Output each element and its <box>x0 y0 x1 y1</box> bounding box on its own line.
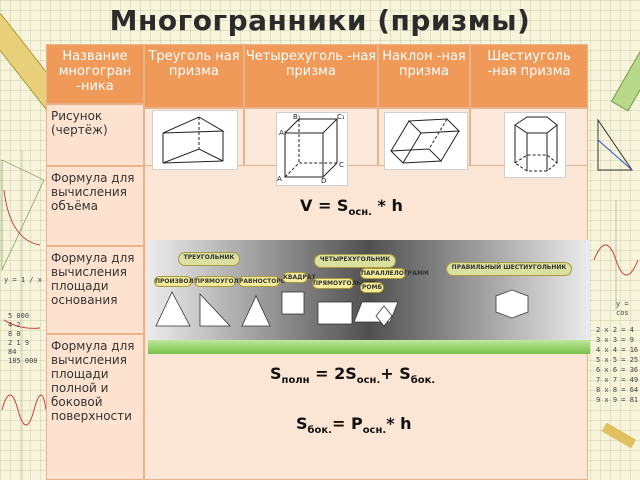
oblique-prism-figure <box>384 112 468 170</box>
banner-small-label: РАВНОСТОРОННИЙ <box>238 276 306 287</box>
row-label-volume: Формула для вычисления объёма <box>46 166 144 246</box>
banner-small-label: РОМБ <box>360 282 384 293</box>
base-shapes-figure <box>155 289 529 327</box>
header-quadrangular: Четырехуголь -ная призма <box>244 44 378 108</box>
row-label-base-area: Формула для вычисления площади основания <box>46 246 144 334</box>
quadrangular-prism-figure: A₁ B₁ C₁ A D C <box>276 112 348 186</box>
deco-number: 2 1 9 <box>8 339 30 347</box>
header-hexagonal: Шестиуголь -ная призма <box>470 44 588 108</box>
row-label-surface: Формула для вычисления площади полной и … <box>46 334 144 480</box>
triangular-prism-figure <box>152 110 238 170</box>
volume-formula: V = Sосн. * h <box>300 196 403 219</box>
header-triangular: Треуголь ная призма <box>144 44 244 108</box>
deco-number: 8 0 <box>8 330 21 338</box>
hexagonal-prism-figure <box>504 112 566 178</box>
banner-small-label: ПРЯМОУГОЛЬНЫЙ <box>194 276 260 287</box>
lateral-surface-formula: Sбок.= Pосн.* h <box>296 414 412 437</box>
svg-text:C: C <box>339 161 344 169</box>
deco-number: 84 <box>8 348 17 356</box>
svg-text:A₁: A₁ <box>279 129 287 137</box>
deco-number: 5 000 <box>8 312 30 320</box>
svg-text:B₁: B₁ <box>293 113 301 121</box>
banner-label-triangle: ТРЕУГОЛЬНИК <box>178 252 240 266</box>
svg-text:C₁: C₁ <box>337 113 345 121</box>
pencil-decoration <box>601 422 637 449</box>
banner-small-label: ПАРАЛЛЕЛОГРАММ <box>360 268 429 279</box>
deco-number: 185 000 <box>8 357 38 365</box>
graph-decoration-right <box>593 118 639 310</box>
deco-number: 4 2 <box>8 321 21 329</box>
banner-label-hexagon: ПРАВИЛЬНЫЙ ШЕСТИУГОЛЬНИК <box>446 262 572 276</box>
deco-function-right: y = cos <box>616 300 629 317</box>
banner-label-quad: ЧЕТЫРЕХУГОЛЬНИК <box>314 254 396 268</box>
svg-text:D: D <box>321 177 326 185</box>
banner-bottom-strip <box>148 340 590 354</box>
header-name: Название многогран -ника <box>46 44 144 104</box>
header-oblique: Наклон -ная призма <box>378 44 470 108</box>
page-title: Многогранники (призмы) <box>109 4 531 37</box>
full-surface-formula: Sполн = 2Sосн.+ Sбок. <box>270 364 436 387</box>
banner-small-label: КВАДРАТ <box>282 272 316 283</box>
deco-function-left: y = 1 / x <box>4 276 42 284</box>
svg-text:A: A <box>277 175 282 183</box>
row-label-drawing: Рисунок (чертёж) <box>46 104 144 166</box>
banner-small-label: ПРОИЗВОЛЬНЫЙ <box>154 276 215 287</box>
banner-small-label: ПРЯМОУГОЛЬНИК <box>312 278 377 289</box>
graph-decoration-left <box>1 150 46 480</box>
